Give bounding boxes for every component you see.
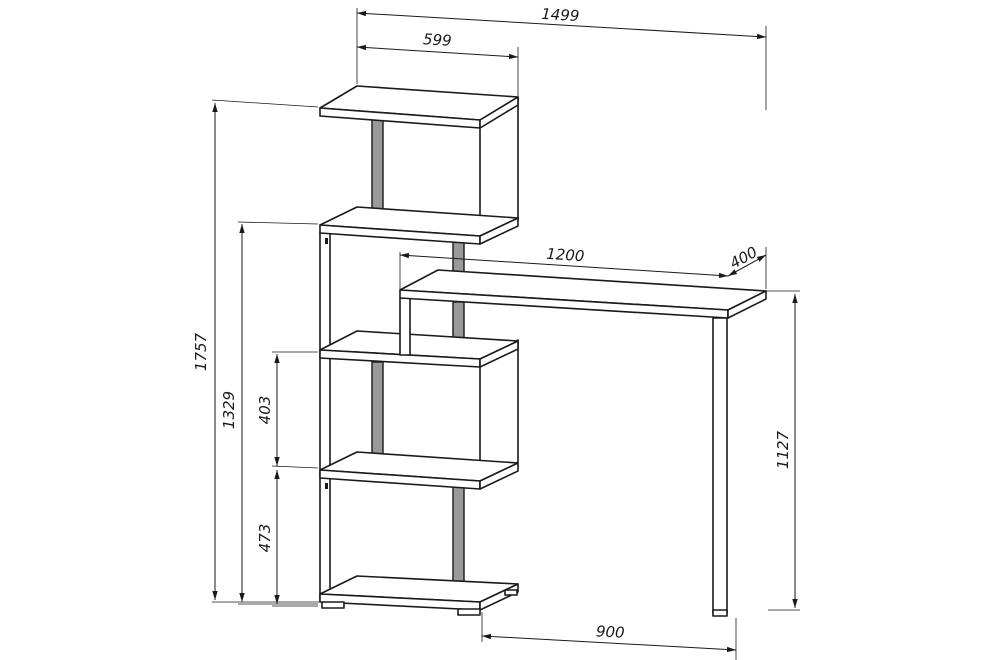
hardware-mark-lower: [325, 483, 328, 489]
dim-line-leg-offset: [481, 633, 737, 653]
dimension-lines: [211, 8, 800, 660]
hardware-mark-upper: [325, 238, 328, 244]
desk-top-end-edge: [727, 290, 767, 319]
dim-line-desk-length: [399, 252, 729, 279]
shelf-second-end: [479, 217, 519, 245]
label-desk-shelf-height: 1329: [220, 391, 238, 429]
label-lower-gap: 473: [256, 524, 274, 553]
label-leg-offset: 900: [595, 622, 625, 642]
dimension-labels: 1499 599 1200 400 1757 1329 403 473 1127…: [192, 5, 792, 642]
dim-line-desk-depth: [727, 254, 767, 277]
dim-line-total-width: [356, 10, 767, 40]
label-total-width: 1499: [541, 5, 580, 25]
lower-side-panel: [319, 231, 331, 601]
furniture-drawing: [319, 85, 767, 617]
foot-back: [504, 589, 518, 596]
shelf-top-end: [479, 96, 519, 129]
label-desk-length: 1200: [546, 245, 585, 265]
label-desk-depth: 400: [727, 243, 761, 273]
desk-leg: [712, 317, 728, 614]
label-upper-gap: 403: [256, 396, 274, 425]
label-shelf-width: 599: [422, 30, 452, 50]
foot-right: [457, 608, 481, 616]
desk-support-panel: [399, 297, 411, 356]
desk-leg-foot: [712, 609, 728, 617]
dim-line-shelf-width: [356, 44, 519, 60]
shelf-fourth-end: [479, 462, 519, 490]
shelf-middle-end: [479, 340, 519, 368]
post-top: [371, 117, 384, 219]
post-lower-middle: [371, 361, 384, 463]
foot-left: [321, 601, 345, 609]
post-bottom: [452, 486, 465, 590]
label-desk-height: 1127: [774, 430, 792, 469]
label-total-height: 1757: [192, 332, 210, 371]
